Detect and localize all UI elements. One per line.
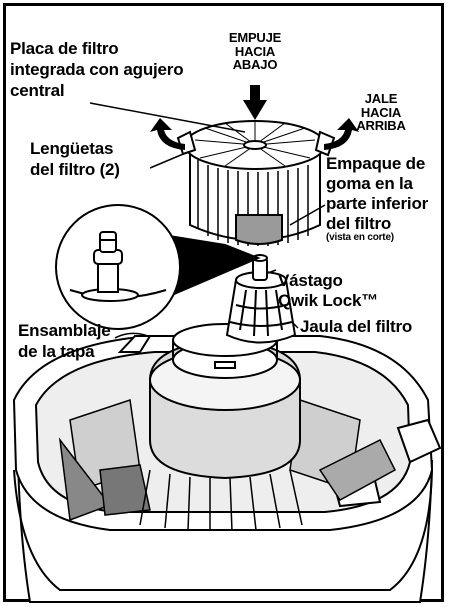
label-rubber-gasket: Empaque de goma en la parte inferior del… <box>326 155 428 244</box>
label-push-down-line3: ABAJO <box>232 57 278 73</box>
label-filter-plate-line1: Placa de filtro <box>10 39 119 58</box>
label-push-down-line2: HACIA <box>234 43 276 59</box>
label-rubber-gasket-line4: del filtro <box>326 213 392 233</box>
label-rubber-gasket-line3: parte inferior <box>326 193 429 213</box>
motor-dome <box>149 323 301 480</box>
label-push-down: EMPUJE HACIA ABAJO <box>227 31 283 72</box>
pull-up-arrow-left <box>150 118 185 150</box>
label-qwik-lock-stem-line2: Qwik Lock™ <box>278 290 379 310</box>
label-push-down-line1: EMPUJE <box>228 30 282 45</box>
label-pull-up-line1: JALE <box>364 91 398 106</box>
push-down-arrow <box>243 85 267 120</box>
pull-up-arrow-right <box>324 118 359 150</box>
label-lid-assembly-line1: Ensamblaje <box>18 321 111 340</box>
inset-detail <box>55 204 261 330</box>
label-rubber-gasket-line2: goma en la <box>326 173 413 193</box>
label-rubber-gasket-line1: Empaque de <box>326 154 426 173</box>
label-qwik-lock-stem: Vástago Qwik Lock™ <box>278 272 378 310</box>
filter <box>176 120 336 246</box>
label-filter-tabs-line2: del filtro (2) <box>30 159 120 179</box>
label-pull-up: JALE HACIA ARRIBA <box>352 92 410 133</box>
label-filter-tabs: Lengüetas del filtro (2) <box>30 140 120 179</box>
label-filter-cage: Jaula del filtro <box>300 317 413 336</box>
label-lid-assembly: Ensamblaje de la tapa <box>18 322 111 361</box>
label-lid-assembly-line2: de la tapa <box>18 341 95 361</box>
label-rubber-gasket-note: (vista en corte) <box>326 232 394 244</box>
label-qwik-lock-stem-line1: Vástago <box>278 271 343 290</box>
motor-fins <box>58 399 396 532</box>
leader-lines <box>89 102 326 339</box>
label-filter-plate: Placa de filtro integrada con agujero ce… <box>10 39 184 100</box>
label-filter-plate-line3: central <box>10 80 65 100</box>
label-filter-plate-line2: integrada con agujero <box>10 59 184 79</box>
label-pull-up-line2: HACIA <box>360 104 402 120</box>
label-filter-tabs-line1: Lengüetas <box>30 139 114 158</box>
label-pull-up-line3: ARRIBA <box>356 118 406 134</box>
